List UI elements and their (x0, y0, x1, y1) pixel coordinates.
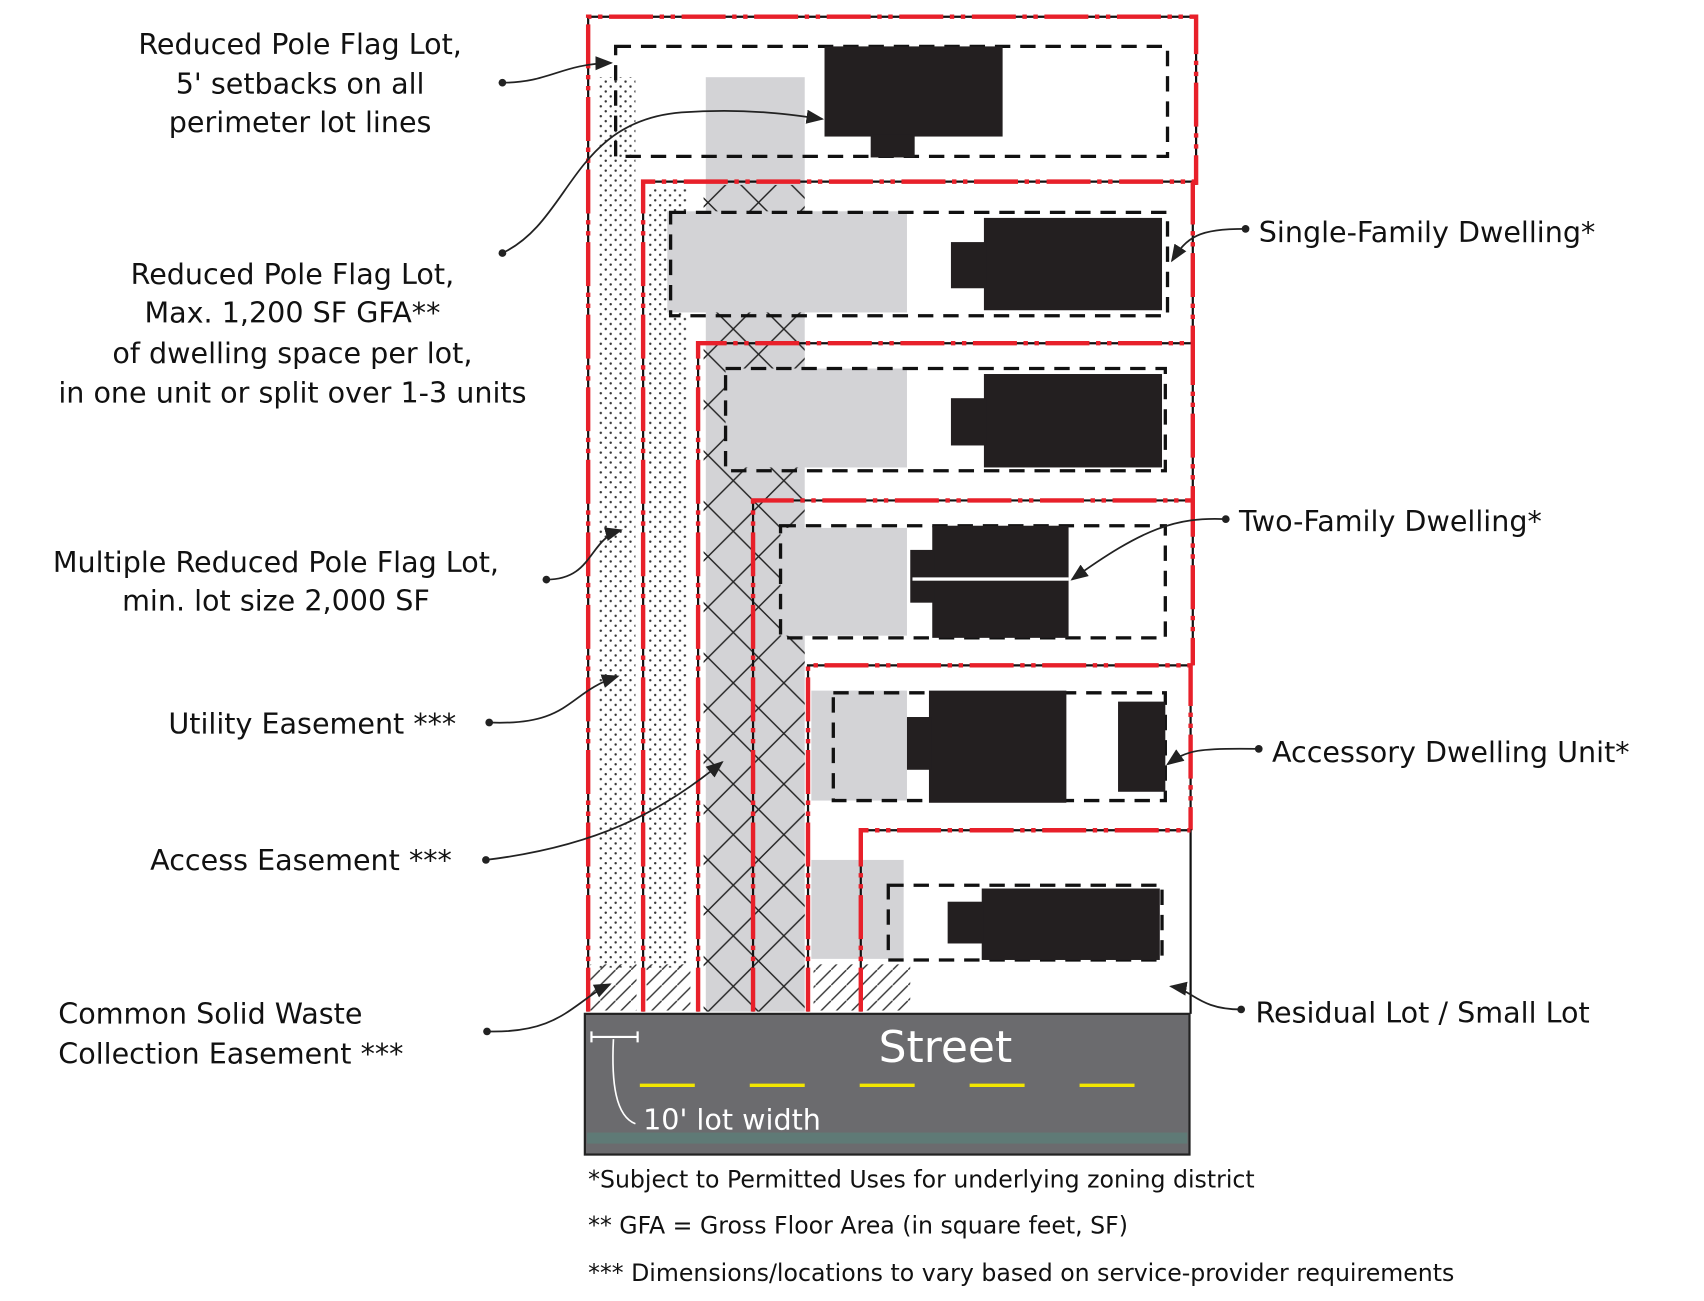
buildings (824, 46, 1166, 960)
street-label: Street (879, 1022, 1013, 1073)
two-family-dwelling (910, 525, 1069, 638)
svg-text:Reduced Pole Flag Lot,: Reduced Pole Flag Lot, (138, 27, 462, 61)
footnotes: *Subject to Permitted Uses for underlyin… (588, 1166, 1454, 1287)
label-single-family: Single-Family Dwelling* (1259, 215, 1596, 249)
footnote-1: *Subject to Permitted Uses for underlyin… (588, 1166, 1255, 1194)
label-pole-flag-gfa: Reduced Pole Flag Lot, Max. 1,200 SF GFA… (58, 257, 526, 410)
utility-easement-area (599, 77, 688, 968)
label-solid-waste: Common Solid Waste Collection Easement *… (58, 997, 403, 1071)
label-utility-easement: Utility Easement *** (168, 707, 456, 741)
svg-text:in one unit or split over 1-3: in one unit or split over 1-3 units (58, 376, 526, 410)
single-family-dwelling (950, 217, 1163, 311)
svg-text:perimeter lot lines: perimeter lot lines (169, 105, 432, 139)
label-two-family: Two-Family Dwelling* (1238, 504, 1542, 538)
svg-text:Reduced Pole Flag Lot,: Reduced Pole Flag Lot, (131, 257, 455, 291)
lot-width-label: 10' lot width (643, 1102, 821, 1136)
building-residual-lot (947, 888, 1160, 960)
accessory-dwelling-unit (1118, 701, 1166, 792)
label-adu: Accessory Dwelling Unit* (1272, 735, 1630, 769)
lot-lines (585, 14, 1199, 1014)
building-lot-3 (950, 374, 1163, 468)
building-lot-5 (906, 690, 1067, 803)
footnote-3: *** Dimensions/locations to vary based o… (588, 1259, 1454, 1287)
label-multiple-pole-flag: Multiple Reduced Pole Flag Lot, min. lot… (53, 545, 499, 617)
svg-text:Common Solid Waste: Common Solid Waste (58, 997, 362, 1031)
label-residual-lot: Residual Lot / Small Lot (1255, 996, 1589, 1030)
svg-text:Max. 1,200 SF GFA**: Max. 1,200 SF GFA** (144, 295, 440, 329)
svg-text:Multiple Reduced Pole Flag Lot: Multiple Reduced Pole Flag Lot, (53, 545, 499, 579)
building-lot-1 (824, 46, 1003, 158)
label-access-easement: Access Easement *** (150, 843, 452, 877)
svg-text:of dwelling space per lot,: of dwelling space per lot, (112, 336, 472, 370)
svg-text:Collection Easement ***: Collection Easement *** (58, 1036, 403, 1070)
footnote-2: ** GFA = Gross Floor Area (in square fee… (588, 1212, 1128, 1240)
svg-text:5' setbacks on all: 5' setbacks on all (176, 67, 425, 101)
leader-lines (482, 56, 1263, 1036)
label-pole-flag-setbacks: Reduced Pole Flag Lot, 5' setbacks on al… (138, 27, 462, 139)
svg-text:min. lot size 2,000 SF: min. lot size 2,000 SF (122, 583, 430, 617)
street: Street 10' lot width (583, 1012, 1191, 1156)
gfa-areas (667, 211, 907, 959)
